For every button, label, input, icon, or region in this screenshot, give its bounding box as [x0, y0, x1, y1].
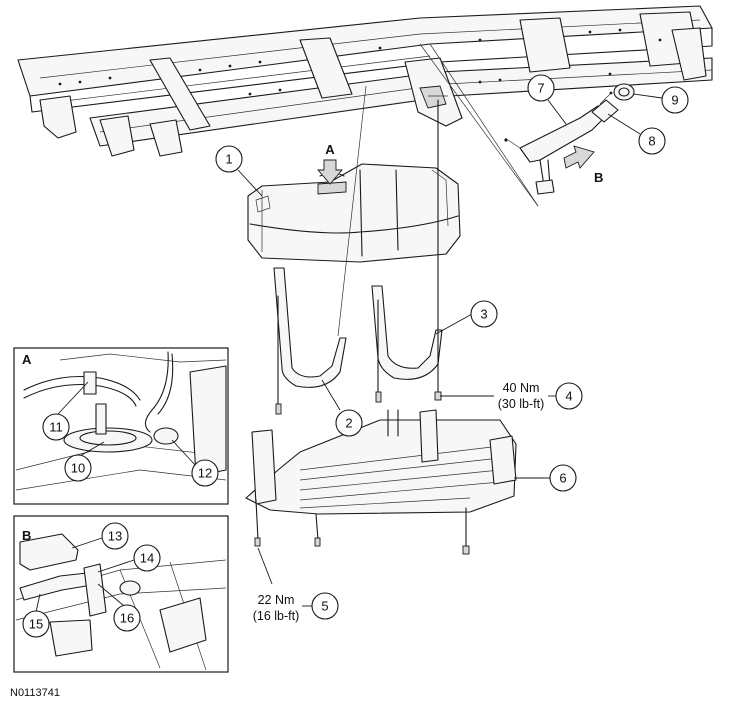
view-a-arrow: A — [317, 142, 343, 185]
skid-plate — [245, 409, 517, 555]
fuel-filler-cap — [613, 83, 635, 101]
torque-spec-lower: 22 Nm (16 lb-ft) — [253, 547, 300, 623]
view-b-guide-line-2 — [429, 43, 539, 207]
svg-text:11: 11 — [49, 420, 63, 435]
svg-text:8: 8 — [648, 134, 655, 149]
svg-text:7: 7 — [537, 81, 544, 96]
callout-11: 11 — [42, 413, 70, 441]
callouts: 1 2 3 4 5 6 7 8 9 10 11 12 13 — [22, 74, 689, 638]
torque-lower-nm: 22 Nm — [258, 593, 295, 607]
callout-1: 1 — [215, 145, 243, 173]
callout-7: 7 — [527, 74, 555, 102]
tank-strap-left — [273, 267, 347, 415]
callout-9: 9 — [661, 86, 689, 114]
callout-12: 12 — [191, 459, 219, 487]
svg-text:15: 15 — [29, 617, 43, 632]
callout-8: 8 — [638, 127, 666, 155]
inset-b-label: B — [22, 528, 31, 543]
reference-code: N0113741 — [10, 687, 60, 699]
svg-text:2: 2 — [345, 416, 352, 431]
svg-text:12: 12 — [198, 466, 212, 481]
svg-text:16: 16 — [120, 611, 134, 626]
fuel-tank — [247, 163, 461, 263]
svg-text:9: 9 — [671, 93, 678, 108]
filler-pipe — [504, 91, 619, 195]
callout-5: 5 — [311, 592, 339, 620]
callout-3: 3 — [470, 300, 498, 328]
vehicle-frame — [17, 5, 713, 157]
callout-15: 15 — [22, 610, 50, 638]
view-b-arrow: B — [563, 145, 603, 185]
svg-text:5: 5 — [321, 599, 328, 614]
svg-text:1: 1 — [225, 152, 232, 167]
view-a-label: A — [325, 142, 335, 157]
callout-13: 13 — [101, 522, 129, 550]
svg-text:6: 6 — [559, 471, 566, 486]
torque-upper-lbft: (30 lb-ft) — [498, 397, 545, 411]
callout-4: 4 — [555, 382, 583, 410]
view-b-label: B — [594, 170, 603, 185]
detail-view-a: A — [13, 347, 229, 505]
torque-lower-lbft: (16 lb-ft) — [253, 609, 300, 623]
svg-text:10: 10 — [71, 461, 85, 476]
callout-14: 14 — [133, 544, 161, 572]
callout-2: 2 — [335, 409, 363, 437]
view-b-guide-line — [419, 43, 539, 207]
inset-a-label: A — [22, 352, 32, 367]
torque-spec-upper: 40 Nm (30 lb-ft) — [440, 381, 544, 411]
svg-text:4: 4 — [565, 389, 572, 404]
callout-6: 6 — [549, 464, 577, 492]
bracket-guide-line — [337, 85, 367, 337]
svg-text:3: 3 — [480, 307, 487, 322]
callout-16: 16 — [113, 604, 141, 632]
svg-text:14: 14 — [140, 551, 154, 566]
tank-strap-right — [371, 285, 443, 403]
callout-10: 10 — [64, 454, 92, 482]
torque-upper-nm: 40 Nm — [503, 381, 540, 395]
svg-text:13: 13 — [108, 529, 122, 544]
